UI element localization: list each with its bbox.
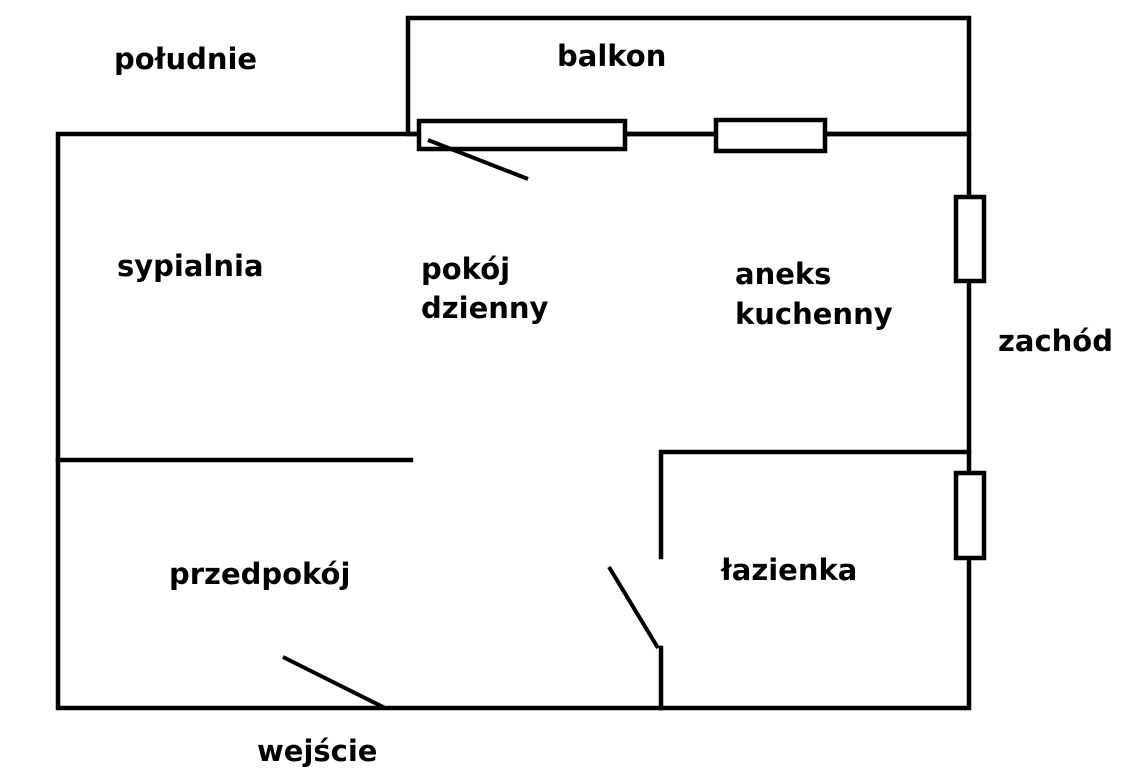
label-hallway: przedpokój [169,557,350,591]
label-living-room-1: pokój [421,252,510,286]
balcony-door-swing [427,138,529,181]
kitchen-window-balcony [713,117,828,154]
bathroom-window-west [953,470,987,561]
balcony-door-window [416,118,628,152]
label-balcony: balkon [557,39,666,73]
label-south: południe [114,42,257,76]
apartment-outline [55,131,972,711]
label-bathroom: łazienka [720,553,857,587]
label-kitchen-1: aneks [735,257,831,291]
balcony-outline [405,15,972,137]
label-west: zachód [998,324,1113,358]
bathroom-wall-upper [658,449,972,560]
label-living-room-2: dzienny [421,291,549,325]
entrance-door-swing [282,655,386,710]
label-kitchen-2: kuchenny [735,297,893,331]
label-bedroom: sypialnia [117,249,264,283]
bathroom-door-swing [607,565,660,650]
label-entrance: wejście [257,734,377,768]
kitchen-window-west [953,194,987,284]
